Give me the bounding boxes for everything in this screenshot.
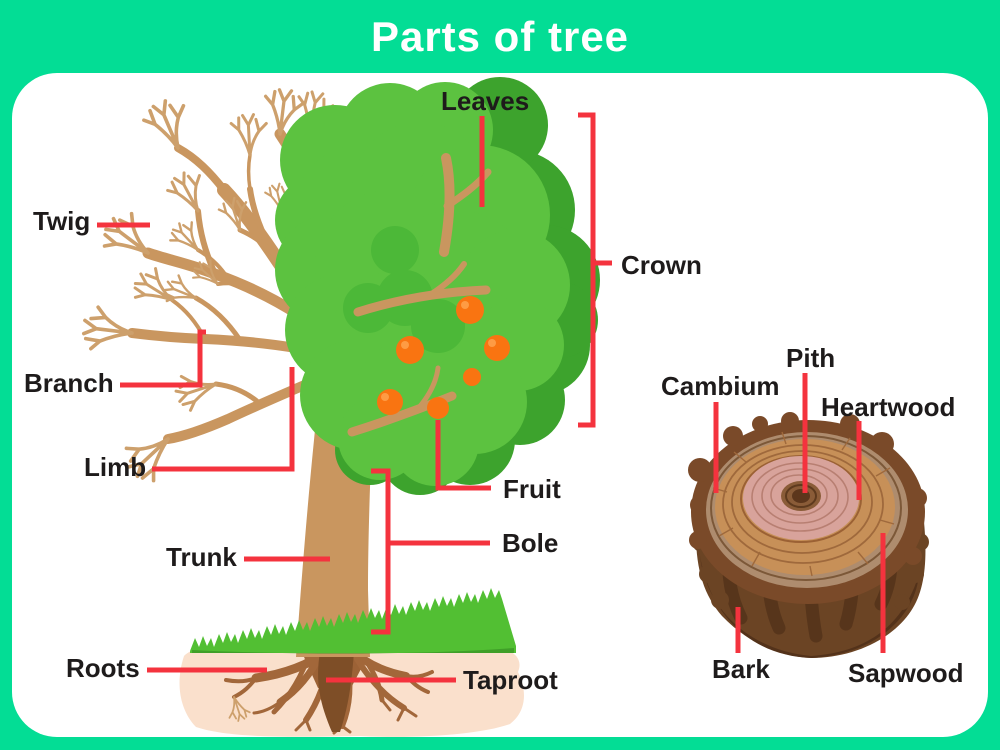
grass-strip xyxy=(190,588,516,654)
stump-bark-bumps xyxy=(688,412,927,565)
page-title: Parts of tree xyxy=(370,12,630,60)
tree-crown-inner-shading xyxy=(343,226,465,353)
label-fruit: Fruit xyxy=(503,474,561,504)
bole-bracket xyxy=(371,468,490,635)
label-taproot: Taproot xyxy=(463,665,558,695)
label-leaves: Leaves xyxy=(441,86,530,116)
branch-leader xyxy=(120,329,206,388)
label-roots: Roots xyxy=(66,653,140,683)
crown-bracket xyxy=(578,112,612,428)
label-branch: Branch xyxy=(24,368,114,398)
label-bark: Bark xyxy=(712,654,770,684)
taproot-graphic xyxy=(318,652,354,732)
fruit-leader xyxy=(435,420,491,491)
stump-crack-lines xyxy=(712,431,895,577)
leader-lines xyxy=(97,112,886,683)
label-trunk: Trunk xyxy=(166,542,237,572)
label-crown: Crown xyxy=(621,250,702,280)
label-cambium: Cambium xyxy=(661,371,780,401)
label-pith: Pith xyxy=(786,343,836,373)
label-sapwood: Sapwood xyxy=(848,658,964,688)
limb-leader xyxy=(152,367,295,472)
title-banner: Parts of tree xyxy=(0,0,1000,73)
label-bole: Bole xyxy=(502,528,559,558)
label-twig: Twig xyxy=(33,206,91,236)
stump-cross-section xyxy=(688,412,929,658)
label-limb: Limb xyxy=(84,452,147,482)
label-heartwood: Heartwood xyxy=(821,392,956,422)
fruits xyxy=(377,296,510,419)
